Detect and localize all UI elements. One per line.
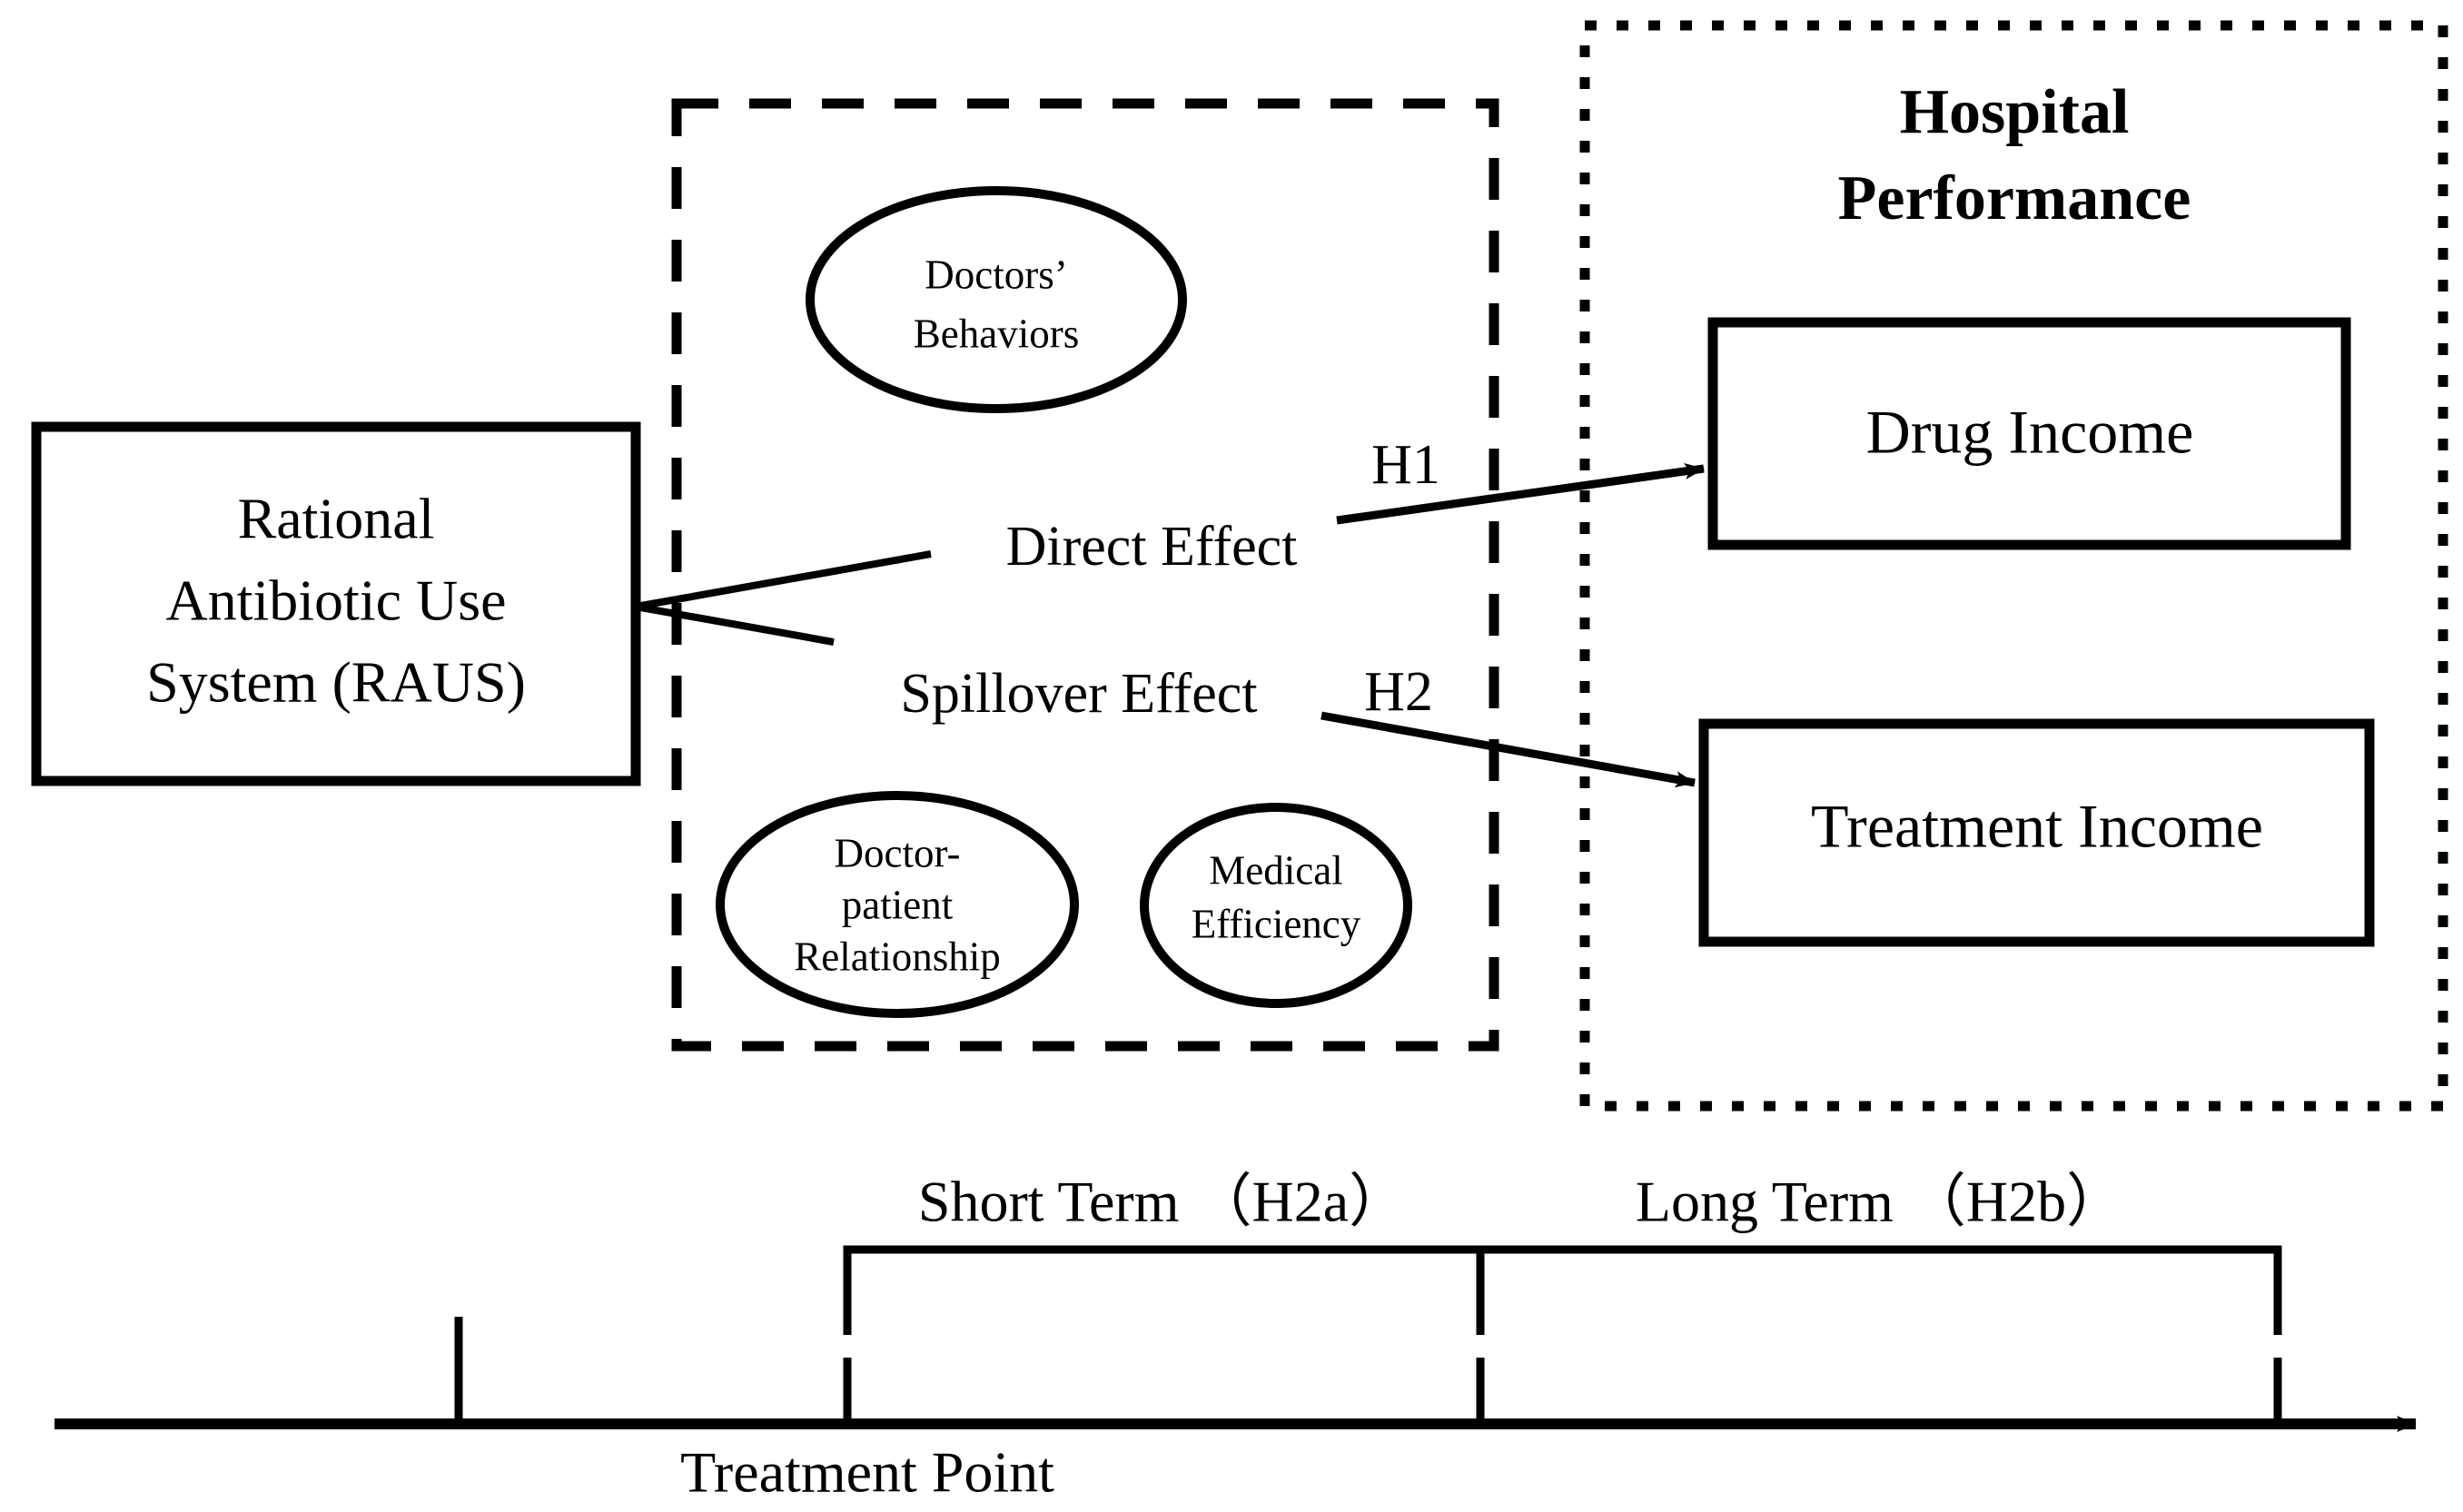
doctor-patient-relationship-outline [716, 791, 1079, 1018]
h1-label: H1 [1371, 434, 1440, 496]
raus-box: Rational Antibiotic Use System (RAUS) [31, 421, 641, 786]
hospital-performance-panel: Hospital Performance [1579, 20, 2448, 1112]
drug-income-label: Drug Income [1866, 398, 2194, 467]
doctor-patient-relationship-line2: patient [842, 882, 954, 927]
h2-label: H2 [1364, 661, 1433, 723]
treatment-income-border [1698, 718, 2375, 947]
timeline: Short Term （H2a） Long Term （H2b） Treatme… [54, 1170, 2417, 1505]
doctor-patient-relationship-line3: Relationship [794, 934, 1000, 979]
doctors-behaviors-line2: Behaviors [914, 311, 1079, 356]
medical-efficiency-outline [1140, 803, 1412, 1008]
long-term-label: Long Term （H2b） [1636, 1170, 2124, 1234]
hospital-performance-border [1579, 20, 2448, 1112]
ellipse-medical-efficiency: Medical Efficiency [1140, 803, 1412, 1008]
medical-efficiency-line2: Efficiency [1192, 901, 1361, 946]
doctors-behaviors-outline [806, 186, 1187, 413]
spillover-effect-label: Spillover Effect [900, 663, 1257, 725]
h2-arrow [1321, 711, 1696, 788]
drug-income-box: Drug Income [1707, 317, 2351, 550]
effect-connectors-to-raus [635, 550, 932, 646]
raus-label-line3: System (RAUS) [146, 650, 526, 715]
ellipse-doctor-patient-relationship: Doctor- patient Relationship [716, 791, 1079, 1018]
doctor-patient-relationship-line1: Doctor- [834, 830, 960, 875]
long-term-bracket [1476, 1245, 2282, 1335]
short-term-bracket [843, 1245, 1485, 1335]
direct-effect-connector-line [635, 550, 932, 610]
hospital-performance-title-line2: Performance [1838, 163, 2191, 233]
spillover-effect-connector-line [635, 603, 835, 646]
treatment-income-box: Treatment Income [1698, 718, 2375, 947]
treatment-point-label: Treatment Point [680, 1440, 1054, 1505]
short-term-label: Short Term （H2a） [918, 1170, 1407, 1234]
raus-label-line1: Rational [238, 487, 435, 551]
treatment-income-label: Treatment Income [1811, 792, 2263, 861]
h1-arrow [1336, 463, 1705, 525]
hospital-performance-title-line1: Hospital [1900, 77, 2130, 147]
doctors-behaviors-line1: Doctors’ [925, 252, 1067, 297]
raus-label-line2: Antibiotic Use [165, 568, 506, 633]
drug-income-border [1707, 317, 2351, 550]
ellipse-doctors-behaviors: Doctors’ Behaviors [806, 186, 1187, 413]
medical-efficiency-line1: Medical [1209, 847, 1342, 893]
direct-effect-label: Direct Effect [1006, 516, 1298, 578]
